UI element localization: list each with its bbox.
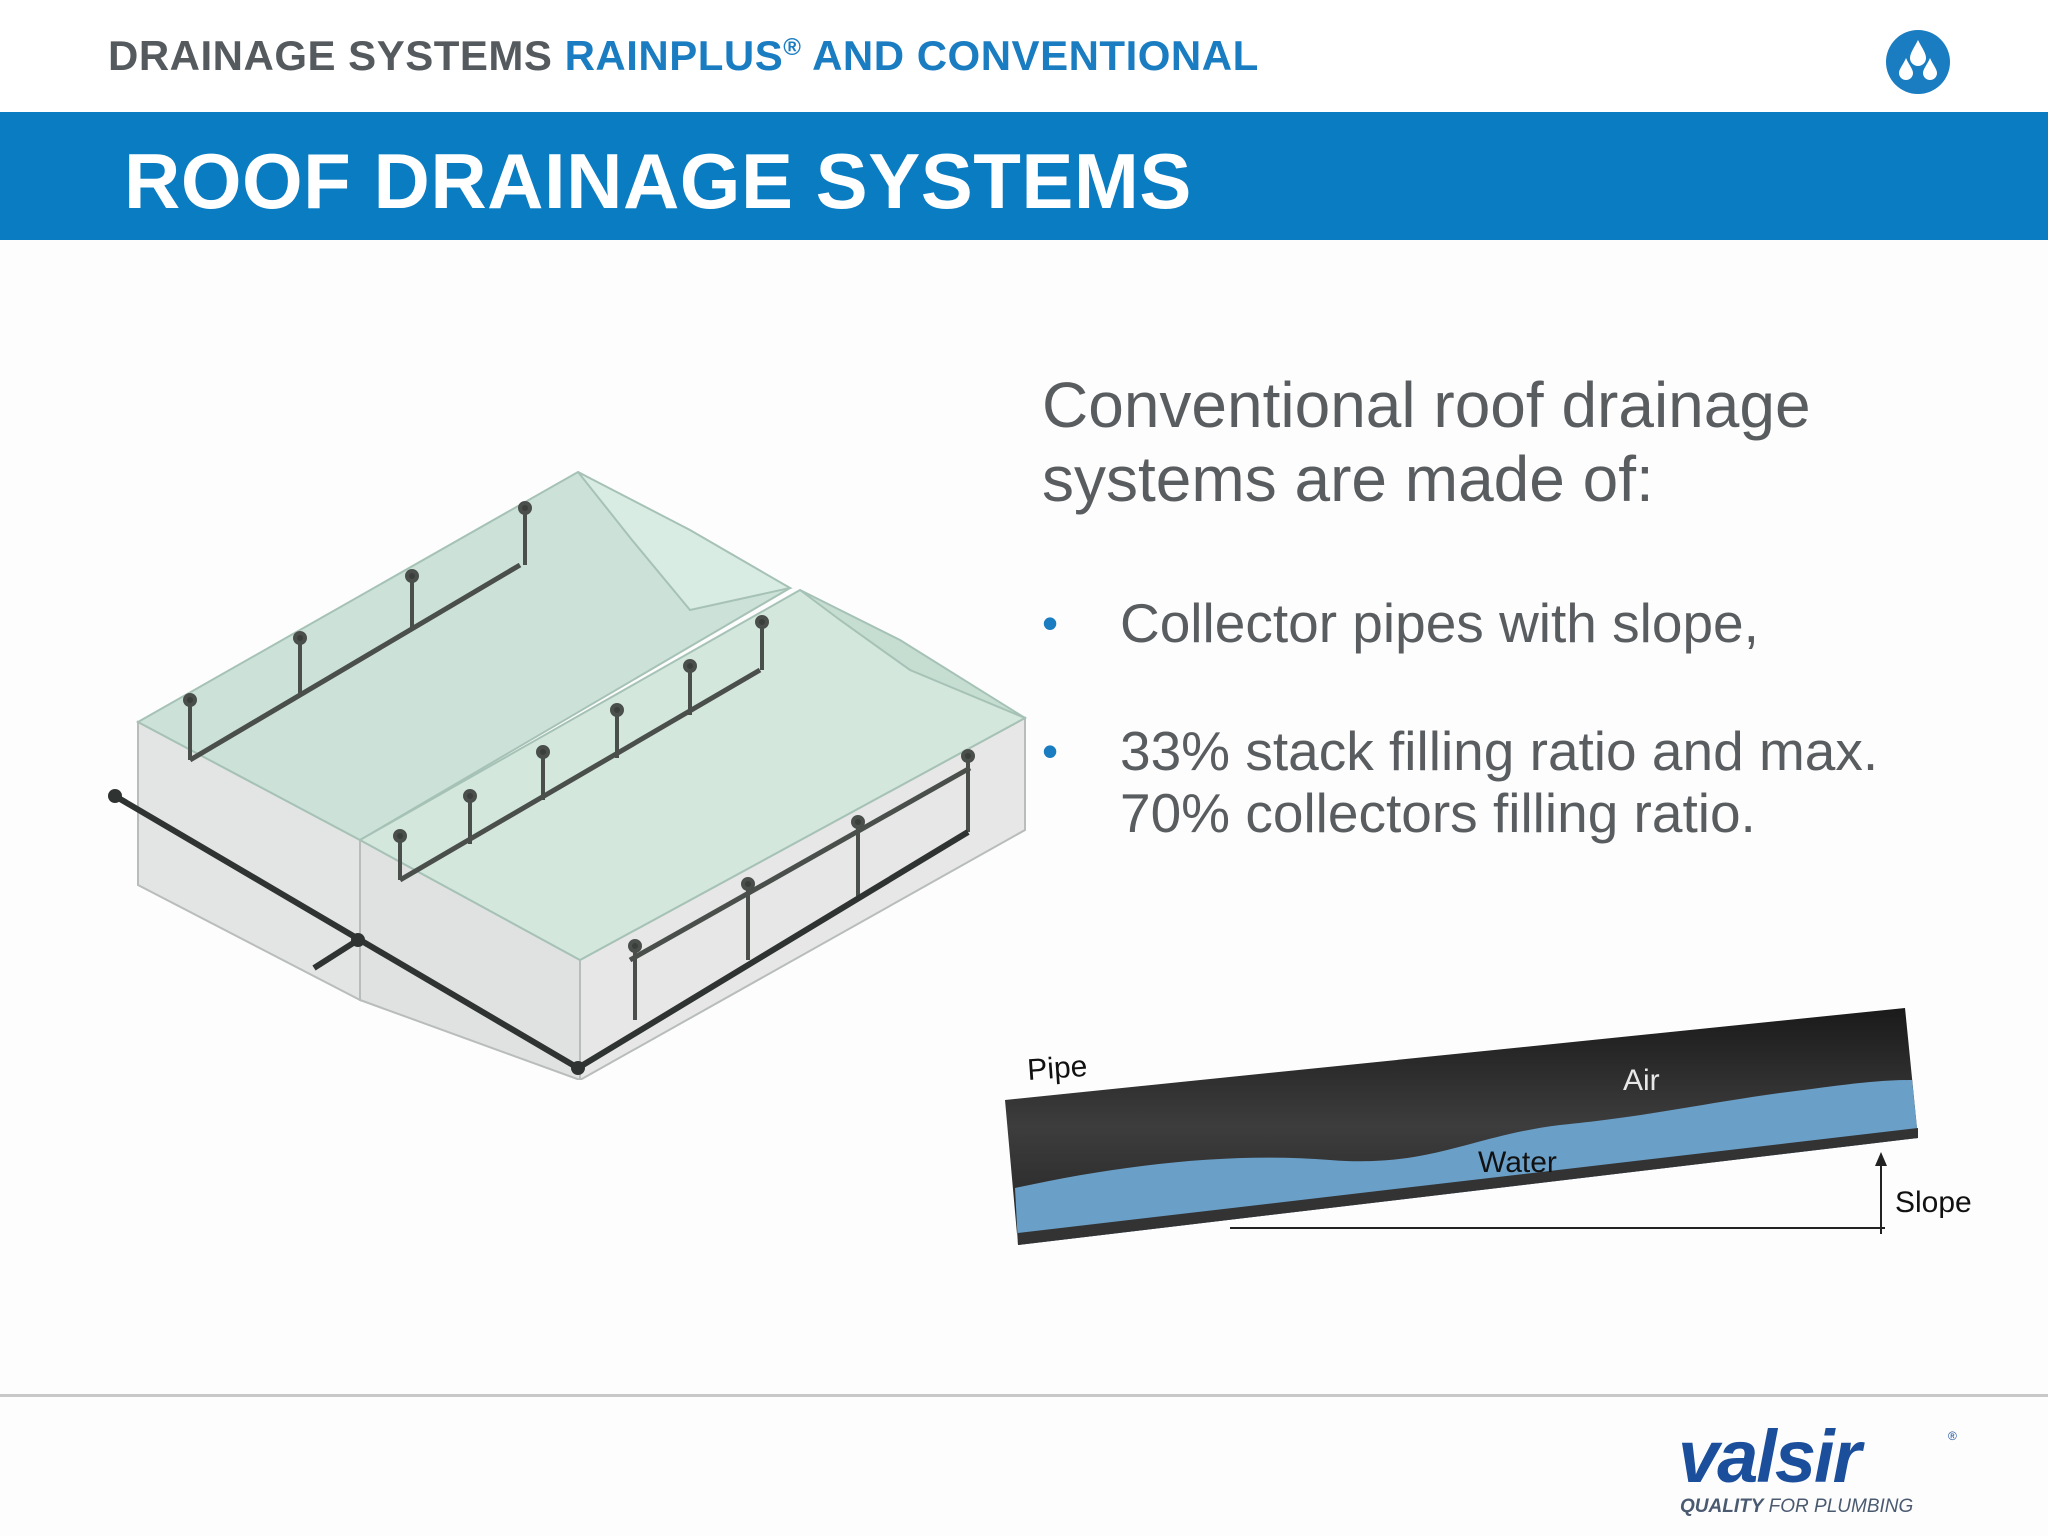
bullet-list: • Collector pipes with slope, • 33% stac… xyxy=(1042,592,1982,910)
water-drops-icon xyxy=(1886,30,1950,94)
bullet-text-line-1: 33% stack filling ratio and max. xyxy=(1120,720,1879,782)
downpipe-stacks xyxy=(183,501,975,1020)
water-label: Water xyxy=(1478,1146,1557,1179)
left-building-roof-slope xyxy=(577,471,793,612)
svg-text:valsir: valsir xyxy=(1678,1420,1866,1498)
roof-drainage-illustration xyxy=(108,470,1028,1080)
pipe-slope-diagram: Pipe Air Water Slope xyxy=(1005,1008,1972,1245)
bullet-text: Collector pipes with slope, xyxy=(1120,592,1759,654)
pipe-bottom-edge xyxy=(1018,1128,1918,1245)
pipe-label: Pipe xyxy=(1026,1050,1088,1087)
intro-text: Conventional roof drainage systems are m… xyxy=(1042,368,1942,516)
left-roof-collector-pipe xyxy=(188,562,522,763)
title-banner: ROOF DRAINAGE SYSTEMS xyxy=(0,112,2048,240)
footer-divider xyxy=(0,1394,2048,1397)
bullet-item: • Collector pipes with slope, xyxy=(1042,592,1982,654)
right-roof-collector-pipe xyxy=(398,667,762,883)
air-label: Air xyxy=(1623,1064,1660,1097)
valsir-logo: valsir ® QUALITY FOR PLUMBING xyxy=(1678,1420,1957,1517)
intro-line-2: systems are made of: xyxy=(1042,443,1654,515)
page-title: ROOF DRAINAGE SYSTEMS xyxy=(124,137,1192,225)
header-title-part1: DRAINAGE SYSTEMS xyxy=(108,32,553,79)
top-bar: DRAINAGE SYSTEMS RAINPLUS® AND CONVENTIO… xyxy=(0,0,2048,112)
slope-label: Slope xyxy=(1895,1186,1972,1219)
slope-arrow-head xyxy=(1875,1152,1887,1166)
header-title-part2: RAINPLUS® AND CONVENTIONAL xyxy=(564,32,1259,79)
bullet-item: • 33% stack filling ratio and max. 70% c… xyxy=(1042,720,1982,844)
bullet-dot-icon: • xyxy=(1042,725,1059,777)
outlet-pipe xyxy=(312,937,360,971)
svg-text:QUALITY FOR PLUMBING: QUALITY FOR PLUMBING xyxy=(1680,1496,1913,1517)
right-wall-collector-pipe xyxy=(628,765,972,963)
bullet-dot-icon: • xyxy=(1042,597,1059,649)
header-title: DRAINAGE SYSTEMS RAINPLUS® AND CONVENTIO… xyxy=(108,32,1259,80)
bullet-text-line-2: 70% collectors filling ratio. xyxy=(1120,782,1756,844)
right-building-roof-ridge xyxy=(799,589,1026,719)
svg-text:®: ® xyxy=(1948,1429,1957,1443)
water-fill xyxy=(1015,1080,1918,1245)
intro-line-1: Conventional roof drainage xyxy=(1042,369,1811,441)
